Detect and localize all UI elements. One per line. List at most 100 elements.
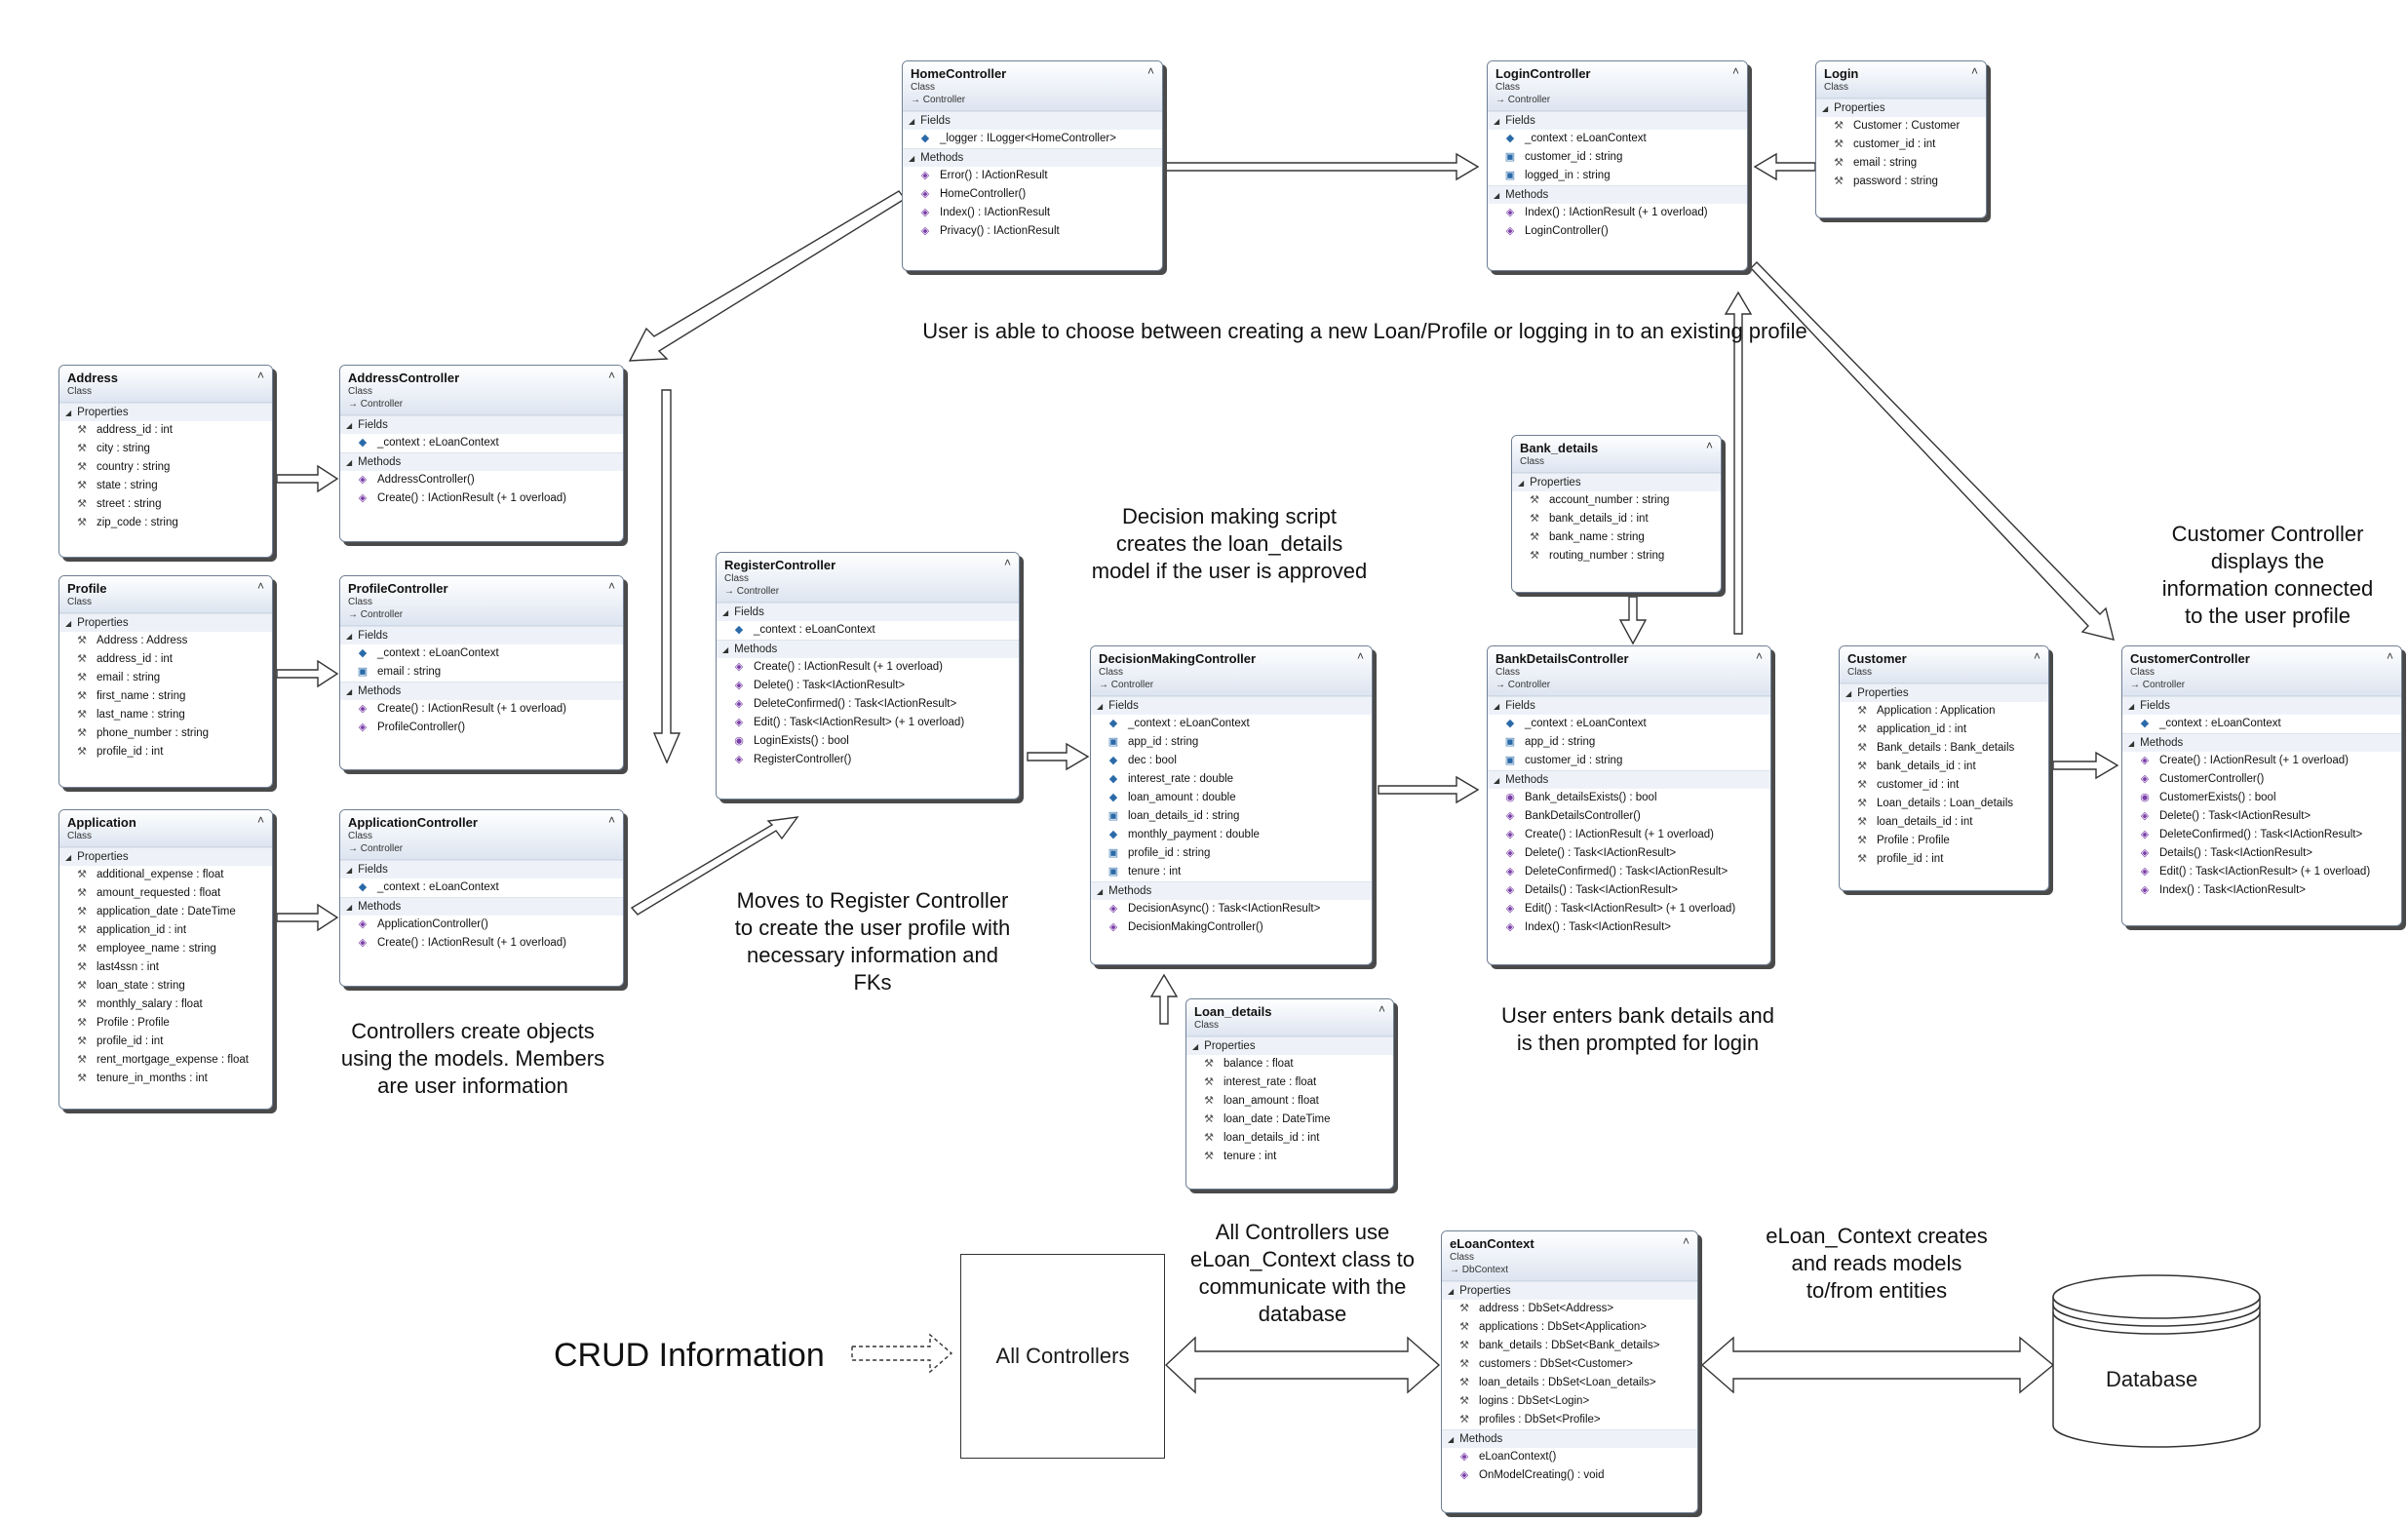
expand-triangle-icon[interactable]: ◢ <box>346 458 353 467</box>
expand-triangle-icon[interactable]: ◢ <box>2128 739 2135 748</box>
class-member[interactable]: ⚒bank_details_id : int <box>1512 510 1721 528</box>
collapse-icon[interactable]: ˄ <box>607 579 615 593</box>
class-member[interactable]: ◆dec : bool <box>1091 752 1372 770</box>
class-member[interactable]: ◈Create() : IActionResult (+ 1 overload) <box>340 700 623 719</box>
class-member[interactable]: ▣customer_id : string <box>1488 148 1747 167</box>
class-member[interactable]: ⚒email : string <box>1816 154 1986 173</box>
class-member[interactable]: ⚒profile_id : int <box>59 1033 272 1051</box>
section-header[interactable]: ◢Methods <box>1442 1429 1697 1448</box>
section-header[interactable]: ◢Fields <box>1488 696 1770 715</box>
class-member[interactable]: ⚒account_number : string <box>1512 491 1721 510</box>
class-member[interactable]: ⚒loan_amount : float <box>1186 1092 1393 1111</box>
section-header[interactable]: ◢Fields <box>2122 696 2401 715</box>
section-header[interactable]: ◢Methods <box>340 897 623 916</box>
expand-triangle-icon[interactable]: ◢ <box>1448 1287 1455 1296</box>
expand-triangle-icon[interactable]: ◢ <box>1097 887 1104 896</box>
class-member[interactable]: ⚒application_date : DateTime <box>59 903 272 921</box>
class-member[interactable]: ◈Delete() : Task<IActionResult> <box>717 677 1019 695</box>
class-member[interactable]: ⚒balance : float <box>1186 1055 1393 1073</box>
expand-triangle-icon[interactable]: ◢ <box>722 608 729 617</box>
class-member[interactable]: ⚒rent_mortgage_expense : float <box>59 1051 272 1070</box>
class-member[interactable]: ◆_context : eLoanContext <box>340 878 623 897</box>
expand-triangle-icon[interactable]: ◢ <box>346 687 353 696</box>
collapse-icon[interactable]: ˄ <box>1755 649 1763 663</box>
section-header[interactable]: ◢Methods <box>903 148 1162 167</box>
class-member[interactable]: ⚒tenure : int <box>1186 1148 1393 1166</box>
class-member[interactable]: ⚒address_id : int <box>59 421 272 440</box>
class-member[interactable]: ⚒interest_rate : float <box>1186 1073 1393 1092</box>
expand-triangle-icon[interactable]: ◢ <box>1518 479 1525 488</box>
class-member[interactable]: ◈Create() : IActionResult (+ 1 overload) <box>2122 752 2401 770</box>
class-member[interactable]: ⚒Profile : Profile <box>59 1014 272 1033</box>
class-member[interactable]: ◆_context : eLoanContext <box>340 644 623 663</box>
section-header[interactable]: ◢Properties <box>1442 1281 1697 1300</box>
class-member[interactable]: ⚒bank_details : DbSet<Bank_details> <box>1442 1337 1697 1355</box>
section-header[interactable]: ◢Properties <box>1816 98 1986 117</box>
class-member[interactable]: ⚒loan_date : DateTime <box>1186 1111 1393 1129</box>
class-member[interactable]: ◆loan_amount : double <box>1091 789 1372 807</box>
class-member[interactable]: ◈Error() : IActionResult <box>903 167 1162 185</box>
expand-triangle-icon[interactable]: ◢ <box>2128 702 2135 711</box>
collapse-icon[interactable]: ˄ <box>1003 556 1011 569</box>
class-member[interactable]: ◆_context : eLoanContext <box>1488 130 1747 148</box>
class-member[interactable]: ◈DeleteConfirmed() : Task<IActionResult> <box>1488 863 1770 881</box>
class-member[interactable]: ⚒bank_name : string <box>1512 528 1721 547</box>
collapse-icon[interactable]: ˄ <box>1970 64 1978 78</box>
class-member[interactable]: ⚒Address : Address <box>59 632 272 650</box>
expand-triangle-icon[interactable]: ◢ <box>1097 702 1104 711</box>
section-header[interactable]: ◢Properties <box>1512 473 1721 491</box>
class-member[interactable]: ◈Edit() : Task<IActionResult> (+ 1 overl… <box>717 714 1019 732</box>
class-member[interactable]: ◈Index() : IActionResult <box>903 204 1162 222</box>
class-member[interactable]: ⚒applications : DbSet<Application> <box>1442 1318 1697 1337</box>
class-member[interactable]: ⚒Customer : Customer <box>1816 117 1986 136</box>
expand-triangle-icon[interactable]: ◢ <box>722 645 729 654</box>
class-member[interactable]: ◉Bank_detailsExists() : bool <box>1488 789 1770 807</box>
class-member[interactable]: ⚒last_name : string <box>59 706 272 724</box>
class-member[interactable]: ⚒Profile : Profile <box>1840 832 2048 850</box>
class-member[interactable]: ⚒street : string <box>59 495 272 514</box>
class-member[interactable]: ◈HomeController() <box>903 185 1162 204</box>
collapse-icon[interactable]: ˄ <box>2386 649 2393 663</box>
class-member[interactable]: ◉LoginExists() : bool <box>717 732 1019 751</box>
class-member[interactable]: ◆interest_rate : double <box>1091 770 1372 789</box>
class-member[interactable]: ◈Edit() : Task<IActionResult> (+ 1 overl… <box>1488 900 1770 918</box>
section-header[interactable]: ◢Methods <box>1091 881 1372 900</box>
class-member[interactable]: ▣customer_id : string <box>1488 752 1770 770</box>
class-member[interactable]: ◈DecisionAsync() : Task<IActionResult> <box>1091 900 1372 918</box>
class-member[interactable]: ◈AddressController() <box>340 471 623 489</box>
section-header[interactable]: ◢Fields <box>340 860 623 878</box>
class-member[interactable]: ⚒Bank_details : Bank_details <box>1840 739 2048 758</box>
expand-triangle-icon[interactable]: ◢ <box>346 866 353 875</box>
class-member[interactable]: ◆_context : eLoanContext <box>1488 715 1770 733</box>
class-member[interactable]: ⚒email : string <box>59 669 272 687</box>
class-member[interactable]: ◈Create() : IActionResult (+ 1 overload) <box>340 934 623 953</box>
expand-triangle-icon[interactable]: ◢ <box>1494 776 1500 785</box>
class-member[interactable]: ⚒tenure_in_months : int <box>59 1070 272 1088</box>
section-header[interactable]: ◢Methods <box>340 682 623 700</box>
class-member[interactable]: ⚒phone_number : string <box>59 724 272 743</box>
class-member[interactable]: ⚒customers : DbSet<Customer> <box>1442 1355 1697 1374</box>
expand-triangle-icon[interactable]: ◢ <box>1494 191 1500 200</box>
class-member[interactable]: ▣app_id : string <box>1488 733 1770 752</box>
class-member[interactable]: ◈Create() : IActionResult (+ 1 overload) <box>717 658 1019 677</box>
class-member[interactable]: ⚒loan_details : DbSet<Loan_details> <box>1442 1374 1697 1392</box>
section-header[interactable]: ◢Methods <box>1488 185 1747 204</box>
expand-triangle-icon[interactable]: ◢ <box>1494 702 1500 711</box>
collapse-icon[interactable]: ˄ <box>256 579 264 593</box>
class-member[interactable]: ⚒Loan_details : Loan_details <box>1840 795 2048 813</box>
expand-triangle-icon[interactable]: ◢ <box>909 154 915 163</box>
expand-triangle-icon[interactable]: ◢ <box>1192 1042 1199 1051</box>
section-header[interactable]: ◢Methods <box>2122 733 2401 752</box>
class-member[interactable]: ⚒routing_number : string <box>1512 547 1721 566</box>
class-member[interactable]: ⚒loan_state : string <box>59 977 272 995</box>
class-member[interactable]: ◈Details() : Task<IActionResult> <box>2122 844 2401 863</box>
class-member[interactable]: ▣logged_in : string <box>1488 167 1747 185</box>
